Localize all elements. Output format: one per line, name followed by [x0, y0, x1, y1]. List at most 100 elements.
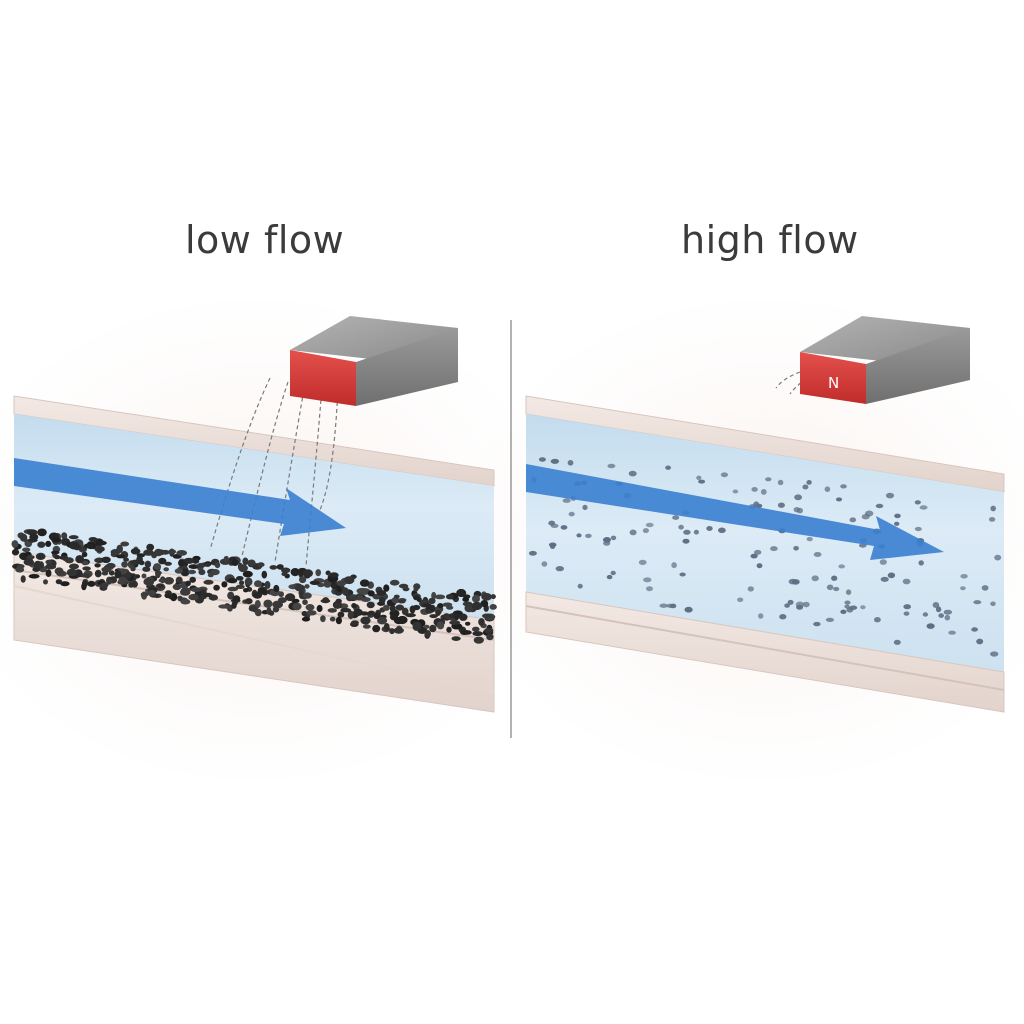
sediment-pebble: [393, 594, 400, 599]
suspended-particle: [682, 538, 690, 544]
suspended-particle: [659, 603, 668, 608]
sediment-pebble: [94, 563, 101, 568]
suspended-particle: [793, 507, 800, 513]
sediment-pebble: [303, 569, 313, 578]
sediment-pebble: [372, 624, 381, 633]
sediment-pebble: [227, 591, 235, 600]
sediment-pebble: [353, 608, 363, 617]
suspended-particle: [577, 583, 583, 589]
sediment-pebble: [350, 620, 359, 625]
suspended-particle: [568, 511, 575, 517]
sediment-pebble: [100, 582, 109, 588]
suspended-particle: [678, 524, 684, 530]
right-pipe-rim-line: [525, 605, 1005, 691]
sediment-pebble: [489, 604, 497, 610]
sediment-pebble: [252, 591, 263, 599]
sediment-pebble: [334, 602, 341, 609]
left-sediment-bed: [11, 528, 497, 644]
suspended-particle: [914, 526, 922, 532]
sediment-pebble: [304, 584, 310, 589]
sediment-pebble: [185, 580, 191, 587]
sediment-pebble: [128, 582, 135, 588]
suspended-particle: [737, 597, 744, 603]
sediment-pebble: [94, 569, 102, 578]
sediment-pebble: [188, 564, 200, 569]
sediment-pebble: [45, 569, 52, 577]
sediment-pebble: [389, 579, 400, 586]
sediment-pebble: [340, 608, 352, 613]
sediment-pebble: [172, 583, 182, 591]
sediment-pebble: [486, 633, 494, 641]
sediment-pebble: [146, 543, 155, 551]
sediment-pebble: [254, 580, 262, 588]
sediment-pebble: [165, 590, 172, 595]
suspended-particle: [629, 529, 637, 536]
sediment-pebble: [429, 624, 437, 633]
sediment-pebble: [68, 541, 80, 550]
sediment-pebble: [75, 555, 85, 564]
sediment-pebble: [81, 560, 89, 566]
sediment-pebble: [397, 615, 408, 625]
sediment-pebble: [413, 586, 419, 592]
suspended-particle: [548, 542, 557, 548]
sediment-pebble: [434, 594, 446, 600]
suspended-particle: [550, 458, 560, 464]
suspended-particle: [562, 498, 571, 503]
sediment-pebble: [480, 600, 489, 608]
suspended-particle: [813, 621, 821, 627]
sediment-pebble: [88, 537, 98, 542]
sediment-pebble: [69, 563, 79, 570]
sediment-pebble: [178, 559, 186, 567]
sediment-pebble: [232, 595, 241, 602]
suspended-particle: [610, 535, 617, 541]
sediment-pebble: [306, 610, 317, 616]
suspended-particle: [720, 472, 729, 478]
suspended-particle: [672, 515, 680, 520]
sediment-pebble: [383, 623, 390, 631]
suspended-particle: [646, 586, 653, 592]
sediment-pebble: [278, 597, 287, 604]
suspended-particle: [976, 638, 984, 645]
sediment-pebble: [481, 593, 492, 601]
sediment-pebble: [451, 636, 461, 641]
sediment-pebble: [490, 594, 496, 600]
sediment-pebble: [273, 584, 280, 593]
sediment-pebble: [43, 579, 48, 585]
sediment-pebble: [121, 561, 128, 568]
suspended-particle: [683, 529, 691, 535]
sediment-pebble: [11, 540, 19, 548]
sediment-pebble: [337, 611, 345, 618]
sediment-pebble: [239, 580, 245, 586]
sediment-pebble: [356, 587, 368, 595]
sediment-pebble: [261, 570, 268, 579]
sediment-pebble: [263, 599, 273, 608]
sediment-pebble: [158, 557, 167, 565]
left-flow-arrow: [14, 458, 346, 536]
sediment-pebble: [210, 569, 220, 576]
suspended-particle: [944, 614, 951, 621]
sediment-pebble: [242, 557, 249, 566]
sediment-pebble: [164, 577, 174, 585]
suspended-particle: [802, 601, 810, 608]
sediment-pebble: [188, 593, 199, 601]
sediment-pebble: [465, 621, 471, 626]
sediment-pebble: [82, 566, 91, 571]
sediment-pebble: [202, 592, 213, 598]
sediment-pebble: [54, 567, 64, 575]
suspended-particle: [831, 575, 838, 581]
low-flow-title: low flow: [185, 218, 345, 262]
suspended-particle: [813, 552, 822, 557]
suspended-particle: [994, 554, 1002, 561]
sediment-pebble: [196, 563, 205, 569]
sediment-pebble: [235, 584, 245, 589]
sediment-pebble: [45, 540, 52, 548]
sediment-pebble: [130, 548, 141, 555]
sediment-pebble: [360, 616, 371, 625]
sediment-pebble: [218, 604, 230, 609]
sediment-pebble: [247, 559, 256, 567]
sediment-pebble: [153, 563, 162, 570]
sediment-pebble: [456, 588, 467, 598]
suspended-particle: [875, 503, 884, 509]
sediment-pebble: [94, 546, 105, 553]
